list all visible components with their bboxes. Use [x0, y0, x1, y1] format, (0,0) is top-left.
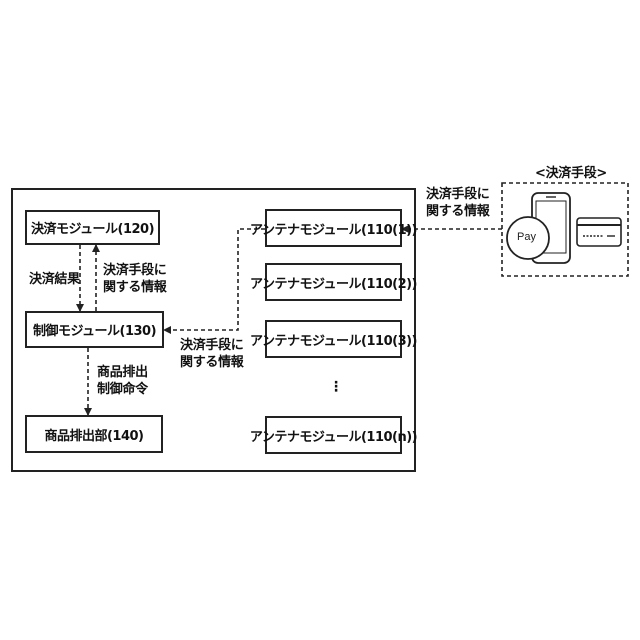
- payment-means-label: <決済手段>: [535, 165, 607, 182]
- dispense-command-label: 商品排出 制御命令: [97, 364, 148, 398]
- external-info-label: 決済手段に 関する情報: [426, 186, 490, 220]
- payment-info-label: 決済手段に 関する情報: [103, 262, 167, 296]
- dispense-unit-box: 商品排出部(140): [25, 415, 163, 453]
- payment-module-box: 決済モジュール(120): [25, 210, 160, 245]
- antenna-module-3-box: アンテナモジュール(110(3)): [265, 320, 402, 358]
- pay-badge-text: Pay: [517, 231, 536, 243]
- payment-result-label: 決済結果: [29, 271, 80, 288]
- antenna-ellipsis: ⋮: [329, 385, 343, 390]
- control-module-box: 制御モジュール(130): [25, 311, 164, 348]
- credit-card-icon: [577, 218, 621, 246]
- antenna-to-control-label: 決済手段に 関する情報: [180, 337, 244, 371]
- antenna-module-1-box: アンテナモジュール(110(1)): [265, 209, 402, 247]
- antenna-module-n-box: アンテナモジュール(110(n)): [265, 416, 402, 454]
- antenna-module-2-box: アンテナモジュール(110(2)): [265, 263, 402, 301]
